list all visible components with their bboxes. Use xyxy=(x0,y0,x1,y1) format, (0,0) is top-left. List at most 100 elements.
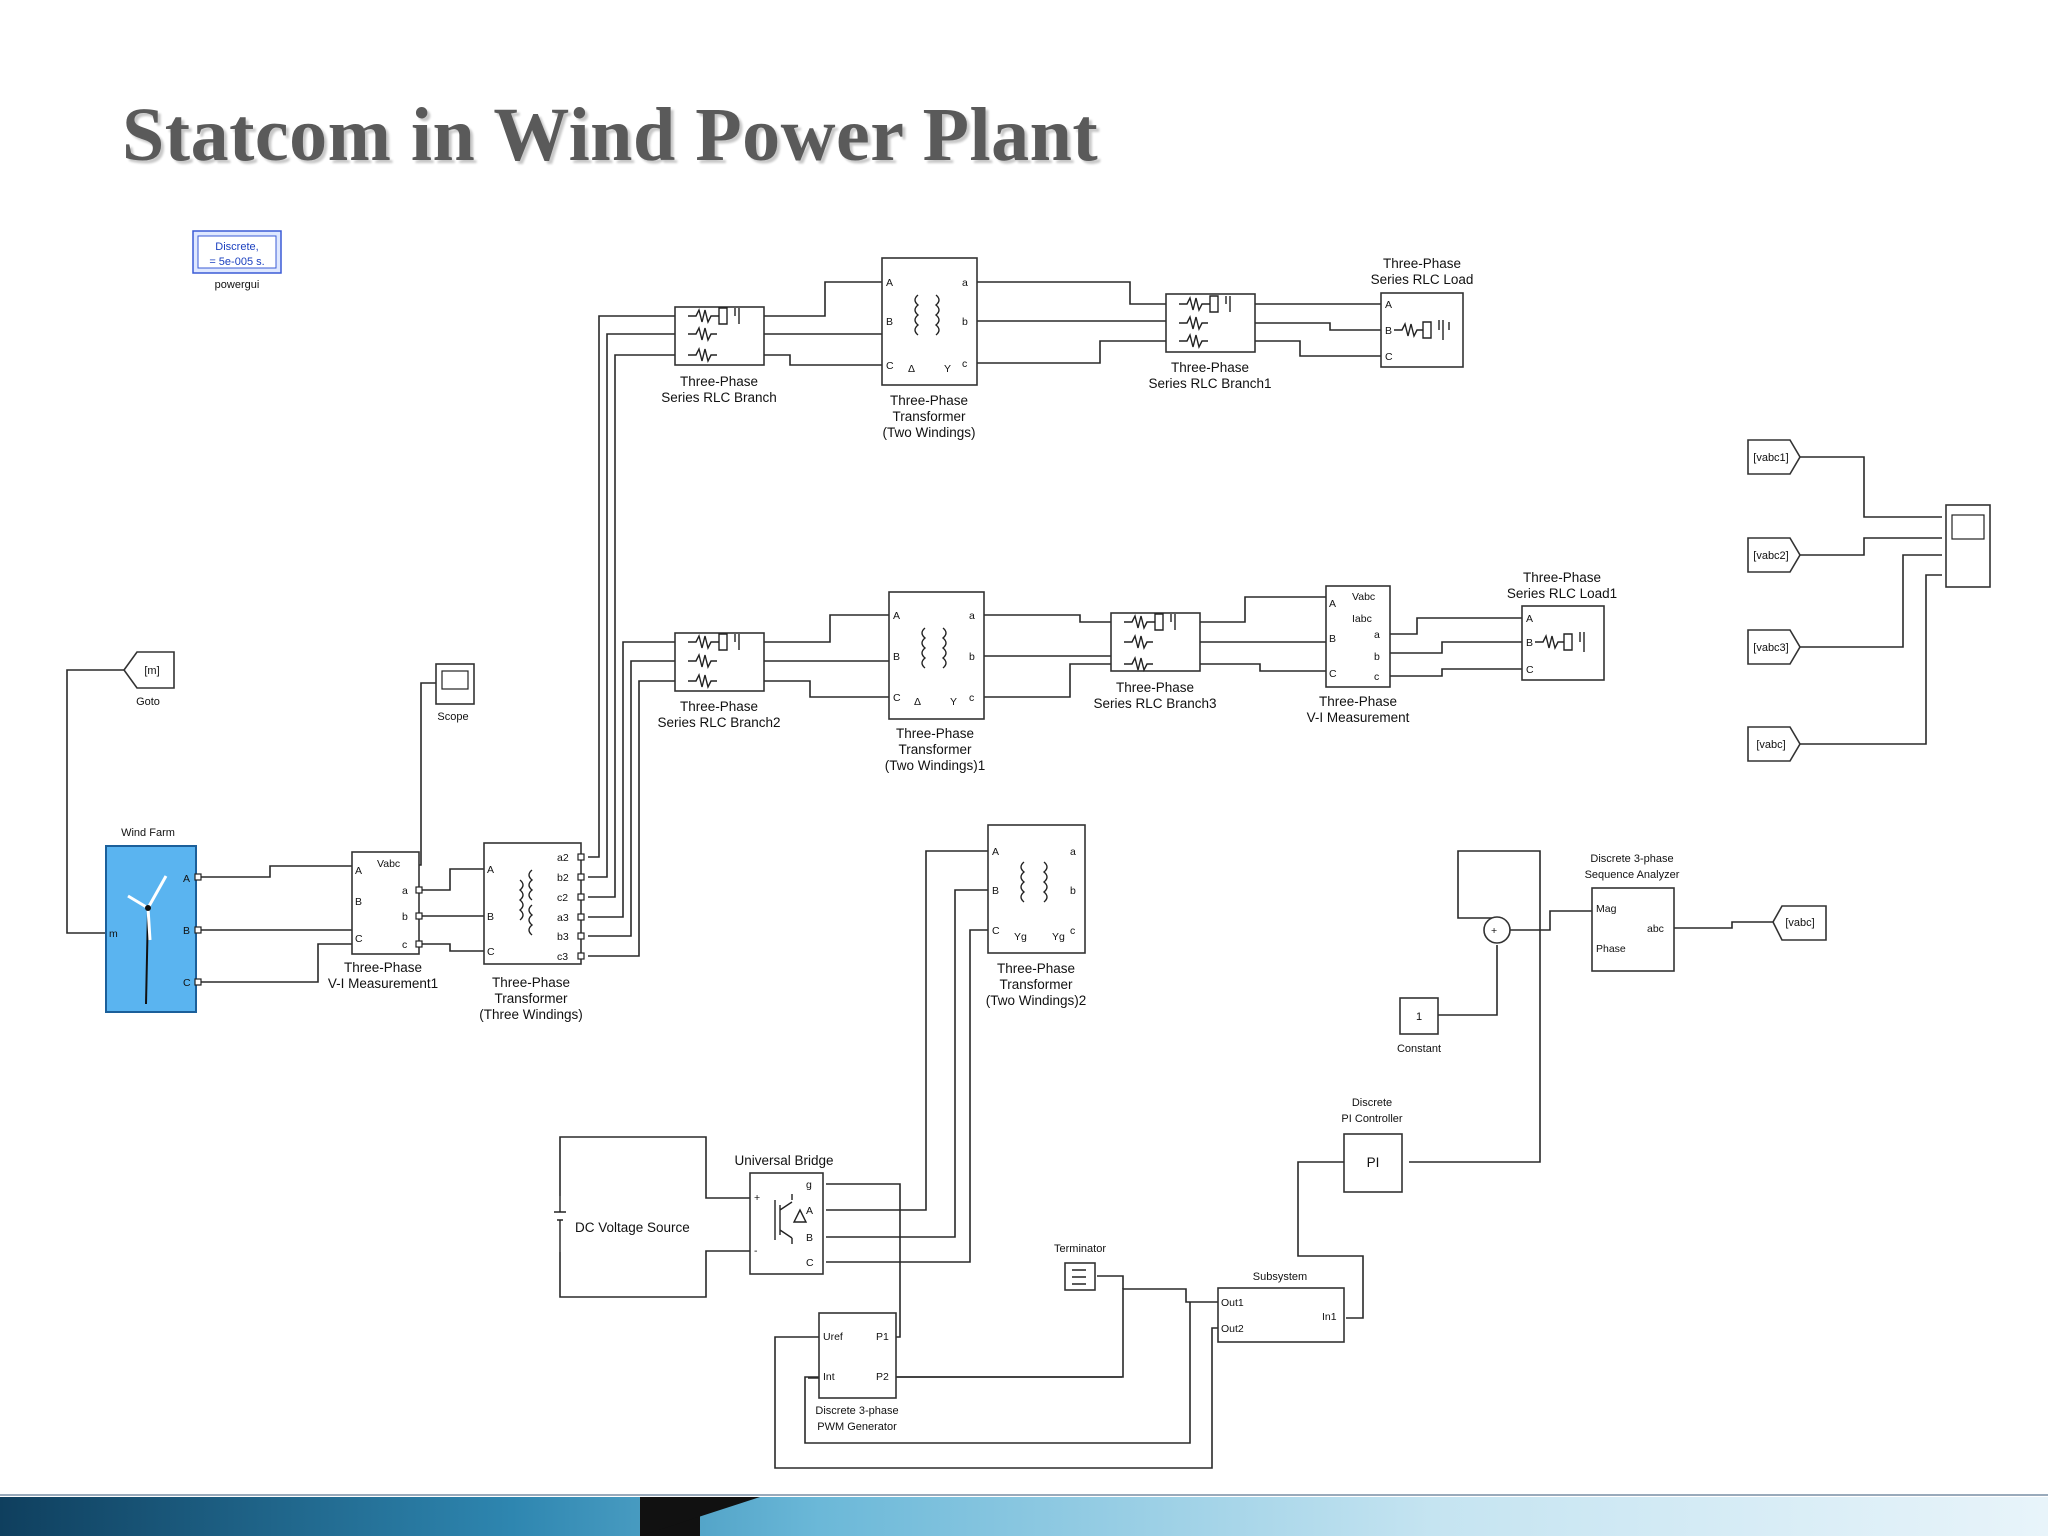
pwm-generator-block[interactable]: Uref Int P1 P2 Discrete 3-phase PWM Gene… xyxy=(815,1312,899,1433)
svg-text:C: C xyxy=(1385,351,1393,363)
svg-text:Yg: Yg xyxy=(1014,931,1027,943)
constant-value: 1 xyxy=(1416,1011,1422,1023)
svg-text:[vabc1]: [vabc1] xyxy=(1753,452,1788,464)
goto-block[interactable]: [m] Goto xyxy=(123,651,175,708)
seq-port-abc: abc xyxy=(1647,923,1664,935)
subsystem-block[interactable]: Subsystem Out1 Out2 In1 xyxy=(1217,1271,1345,1343)
sequence-analyzer-block[interactable]: Discrete 3-phase Sequence Analyzer Mag P… xyxy=(1585,853,1680,972)
slide-title: Statcom in Wind Power Plant xyxy=(122,93,1099,177)
svg-text:a: a xyxy=(962,277,968,289)
terminator-block[interactable]: Terminator xyxy=(1054,1243,1106,1291)
x2w1-label-line2: Transformer xyxy=(898,742,972,757)
vi1-port-c: c xyxy=(402,939,407,951)
seq-port-mag: Mag xyxy=(1596,903,1617,915)
x2w-label-line3: (Two Windings) xyxy=(882,425,975,440)
from-tag-vabc3[interactable]: [vabc3] xyxy=(1747,629,1801,665)
svg-text:C: C xyxy=(1526,664,1534,676)
from-tag-vabc2[interactable]: [vabc2] xyxy=(1747,537,1801,573)
svg-text:Y: Y xyxy=(950,696,957,708)
vi1-port-B: B xyxy=(355,896,362,908)
seq-port-phase: Phase xyxy=(1596,943,1626,955)
rlcl-label-line1: Three-Phase xyxy=(1383,256,1461,271)
svg-text:[vabc3]: [vabc3] xyxy=(1753,642,1788,654)
rlc-branch-block[interactable]: Three-Phase Series RLC Branch xyxy=(661,306,777,405)
goto-tag: [m] xyxy=(144,665,159,677)
svg-text:[vabc]: [vabc] xyxy=(1785,917,1814,929)
pwm-port-p1: P1 xyxy=(876,1331,889,1343)
powergui-block[interactable]: Discrete, = 5e-005 s. powergui xyxy=(192,230,282,291)
x3w-port-C: C xyxy=(487,946,495,958)
constant-label: Constant xyxy=(1397,1043,1441,1055)
powergui-label: powergui xyxy=(215,279,260,291)
svg-text:b: b xyxy=(1070,885,1076,897)
pwm-port-int: Int xyxy=(823,1371,835,1383)
x3w-label-line3: (Three Windings) xyxy=(479,1007,583,1022)
vi1-port-b: b xyxy=(402,911,408,923)
powergui-line2: = 5e-005 s. xyxy=(209,256,264,268)
x2w1-label-line3: (Two Windings)1 xyxy=(885,758,986,773)
vi1-port-vabc: Vabc xyxy=(377,858,400,870)
svg-text:Y: Y xyxy=(944,363,951,375)
svg-text:B: B xyxy=(1526,637,1533,649)
vi-port-iabc: Iabc xyxy=(1352,613,1372,625)
rlcb3-label-line1: Three-Phase xyxy=(1116,680,1194,695)
x3w-port-a3: a3 xyxy=(557,912,569,924)
rlcb2-label-line1: Three-Phase xyxy=(680,699,758,714)
scope-block[interactable]: Scope xyxy=(435,663,475,723)
bridge-port-g: g xyxy=(806,1179,812,1191)
from-tag-vabc[interactable]: [vabc] xyxy=(1747,726,1801,762)
rlc-branch1-block[interactable]: Three-Phase Series RLC Branch1 xyxy=(1148,293,1272,391)
vi-measurement-block[interactable]: Vabc Iabc ABC abc Three-Phase V-I Measur… xyxy=(1307,585,1410,725)
svg-text:a: a xyxy=(969,610,975,622)
footer-chevron-tip xyxy=(640,1497,760,1536)
pi-controller-block[interactable]: Discrete PI Controller PI xyxy=(1341,1097,1403,1193)
from-tag-vabc1[interactable]: [vabc1] xyxy=(1747,439,1801,475)
rlcb-label-line2: Series RLC Branch xyxy=(661,390,777,405)
pi-label-line2: PI Controller xyxy=(1341,1113,1402,1125)
pi-label-line1: Discrete xyxy=(1352,1097,1392,1109)
svg-text:Yg: Yg xyxy=(1052,931,1065,943)
rlc-load1-block[interactable]: Three-Phase Series RLC Load1 ABC xyxy=(1507,570,1617,681)
svg-text:a: a xyxy=(1374,629,1380,641)
svg-text:A: A xyxy=(1329,598,1336,610)
rlc-load-block[interactable]: Three-Phase Series RLC Load ABC xyxy=(1371,256,1474,368)
pwm-port-p2: P2 xyxy=(876,1371,889,1383)
svg-text:c: c xyxy=(1070,925,1075,937)
vi-measurement1-block[interactable]: Vabc A B C a b c Three-Phase V-I Measure… xyxy=(328,851,438,991)
dc-voltage-source-block[interactable]: DC Voltage Source xyxy=(554,1196,690,1252)
bridge-label: Universal Bridge xyxy=(734,1153,833,1168)
x3w-port-b3: b3 xyxy=(557,931,569,943)
scope-right-block[interactable] xyxy=(1945,504,1991,588)
vi-label-line1: Three-Phase xyxy=(1319,694,1397,709)
rlc-branch2-block[interactable]: Three-Phase Series RLC Branch2 xyxy=(657,632,781,730)
svg-text:+: + xyxy=(1491,925,1497,937)
svg-text:A: A xyxy=(1526,613,1533,625)
x2w-label-line2: Transformer xyxy=(892,409,966,424)
svg-text:C: C xyxy=(1329,668,1337,680)
vi1-label-line2: V-I Measurement1 xyxy=(328,976,438,991)
subsys-port-out2: Out2 xyxy=(1221,1323,1244,1335)
svg-text:a: a xyxy=(1070,846,1076,858)
svg-text:C: C xyxy=(893,692,901,704)
sum-block[interactable]: + xyxy=(1483,916,1511,944)
terminator-label: Terminator xyxy=(1054,1243,1106,1255)
three-winding-transformer-block[interactable]: A B C a2 b2 c2 a3 b3 c3 Three-Phase Tran… xyxy=(479,842,585,1022)
from-vabc-block[interactable]: [vabc] xyxy=(1772,905,1827,941)
pwm-port-uref: Uref xyxy=(823,1331,843,1343)
svg-text:[vabc2]: [vabc2] xyxy=(1753,550,1788,562)
x2w2-label-line3: (Two Windings)2 xyxy=(986,993,1087,1008)
wind-farm-port-b: B xyxy=(183,925,190,937)
rlc-branch3-block[interactable]: Three-Phase Series RLC Branch3 xyxy=(1093,612,1217,711)
rlcl-label-line2: Series RLC Load xyxy=(1371,272,1474,287)
wind-farm-block[interactable]: Wind Farm A B C m xyxy=(105,827,202,1013)
x3w-port-c3: c3 xyxy=(557,951,568,963)
constant-block[interactable]: 1 Constant xyxy=(1397,997,1441,1055)
wind-farm-port-a: A xyxy=(183,873,190,885)
rlcl1-label-line2: Series RLC Load1 xyxy=(1507,586,1617,601)
universal-bridge-block[interactable]: Universal Bridge g A B C + - xyxy=(734,1153,834,1275)
vi1-port-a: a xyxy=(402,885,408,897)
x2w2-label-line1: Three-Phase xyxy=(997,961,1075,976)
